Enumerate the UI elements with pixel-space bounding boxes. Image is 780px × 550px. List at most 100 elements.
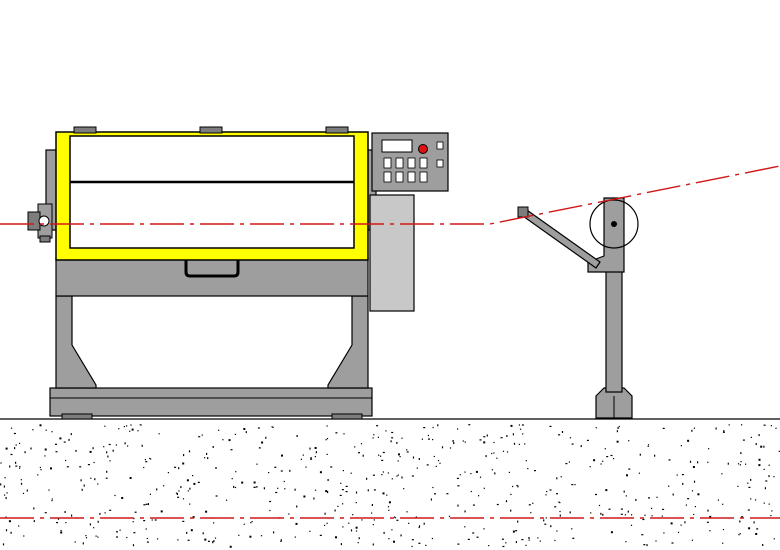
- concrete-speck: [268, 472, 270, 474]
- concrete-speck: [5, 497, 7, 500]
- concrete-speck: [377, 436, 379, 438]
- concrete-speck: [486, 434, 488, 437]
- concrete-speck: [768, 475, 770, 478]
- concrete-speck: [568, 461, 570, 463]
- concrete-speck: [378, 454, 380, 456]
- concrete-speck: [289, 469, 291, 472]
- concrete-speck: [296, 505, 298, 508]
- concrete-speck: [571, 528, 573, 530]
- concrete-speck: [106, 451, 108, 454]
- concrete-speck: [177, 496, 180, 498]
- concrete-speck: [85, 535, 87, 537]
- concrete-speck: [433, 455, 435, 458]
- wire-path-line: [0, 165, 780, 225]
- concrete-speck: [0, 462, 2, 464]
- concrete-speck: [366, 477, 368, 480]
- concrete-speck: [182, 498, 185, 500]
- concrete-speck: [57, 517, 60, 520]
- concrete-speck: [10, 531, 12, 534]
- concrete-speck: [206, 452, 208, 455]
- concrete-speck: [66, 466, 69, 468]
- keypad-key: [395, 157, 404, 169]
- concrete-speck: [93, 527, 95, 529]
- concrete-speck: [418, 458, 420, 460]
- keypad-key: [383, 157, 392, 169]
- concrete-speck: [470, 473, 472, 475]
- concrete-speck: [360, 443, 363, 445]
- concrete-speck: [44, 455, 46, 457]
- concrete-speck: [706, 521, 709, 523]
- concrete-speck: [143, 520, 146, 522]
- concrete-speck: [314, 447, 317, 449]
- concrete-speck: [595, 493, 597, 496]
- concrete-speck: [565, 463, 568, 465]
- concrete-speck: [741, 516, 744, 518]
- concrete-speck: [728, 424, 730, 426]
- concrete-speck: [156, 538, 159, 540]
- concrete-speck: [396, 519, 399, 521]
- concrete-speck: [412, 456, 415, 459]
- concrete-speck: [437, 424, 439, 427]
- concrete-speck: [107, 455, 109, 458]
- top-lug-right: [325, 126, 349, 134]
- concrete-speck: [586, 439, 589, 441]
- concrete-speck: [381, 459, 384, 461]
- concrete-speck: [662, 427, 665, 429]
- concrete-speck: [218, 429, 220, 431]
- concrete-speck: [99, 512, 101, 515]
- concrete-speck: [45, 429, 47, 431]
- concrete-speck: [74, 541, 76, 543]
- concrete-speck: [670, 522, 673, 525]
- concrete-speck: [391, 529, 393, 531]
- concrete-speck: [512, 530, 515, 533]
- concrete-speck: [558, 434, 561, 436]
- concrete-speck: [250, 522, 252, 524]
- keypad-key: [419, 171, 428, 183]
- concrete-speck: [274, 466, 277, 468]
- concrete-speck: [771, 510, 773, 512]
- concrete-speck: [340, 482, 342, 484]
- concrete-speck: [178, 490, 180, 492]
- concrete-speck: [755, 443, 757, 446]
- concrete-speck: [372, 524, 374, 526]
- concrete-speck: [60, 531, 63, 534]
- concrete-speck: [709, 530, 711, 532]
- concrete-speck: [483, 528, 485, 530]
- concrete-speck: [554, 506, 557, 508]
- concrete-speck: [391, 478, 393, 480]
- concrete-speck: [500, 437, 503, 439]
- concrete-speck: [528, 537, 530, 539]
- concrete-speck: [651, 515, 653, 517]
- concrete-texture: [0, 424, 780, 548]
- concrete-speck: [263, 487, 265, 490]
- concrete-speck: [691, 539, 693, 541]
- concrete-speck: [294, 488, 296, 491]
- concrete-speck: [768, 464, 770, 466]
- concrete-speck: [550, 525, 552, 528]
- concrete-speck: [60, 529, 62, 532]
- concrete-speck: [300, 458, 302, 460]
- concrete-speck: [202, 532, 204, 535]
- concrete-speck: [380, 455, 382, 457]
- wire-drawing-machine: [27, 126, 397, 420]
- concrete-speck: [537, 537, 539, 539]
- concrete-speck: [151, 519, 153, 521]
- concrete-speck: [205, 510, 208, 513]
- concrete-speck: [80, 479, 82, 482]
- concrete-speck: [37, 474, 39, 476]
- concrete-speck: [691, 490, 694, 492]
- concrete-speck: [280, 470, 283, 472]
- concrete-speck: [201, 434, 203, 436]
- concrete-speck: [361, 519, 363, 521]
- concrete-speck: [92, 447, 94, 450]
- concrete-speck: [663, 532, 665, 534]
- concrete-speck: [479, 439, 482, 441]
- stand-post: [605, 269, 623, 393]
- concrete-speck: [372, 543, 374, 546]
- concrete-speck: [651, 507, 653, 509]
- concrete-speck: [130, 424, 132, 426]
- concrete-speck: [639, 453, 641, 456]
- concrete-speck: [510, 509, 512, 512]
- concrete-speck: [5, 529, 8, 532]
- concrete-speck: [8, 520, 11, 523]
